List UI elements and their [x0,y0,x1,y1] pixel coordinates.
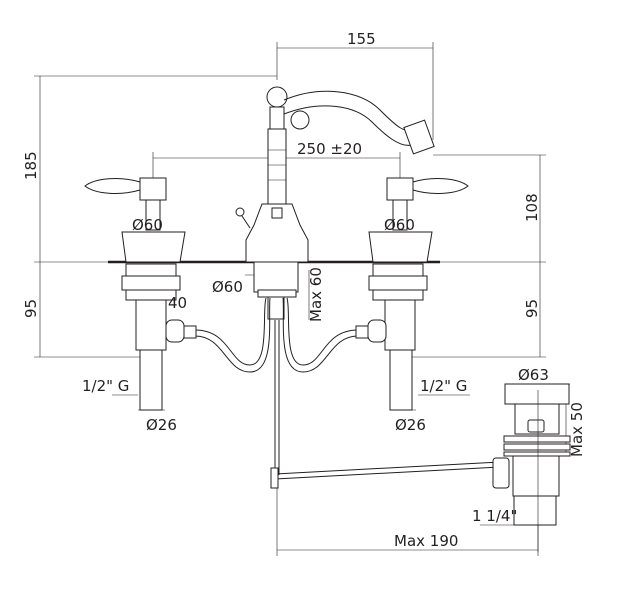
dim-below-right: 95 [523,299,541,318]
dim-inlet-diameter-right: Ø26 [395,416,426,434]
valve-right [355,177,469,411]
pop-up-rod [270,320,501,489]
valve-left [84,177,197,411]
dim-drain-height: Max 50 [568,402,586,457]
spout [235,86,435,320]
dim-spout-base: Ø60 [212,278,243,296]
dim-spout-reach: 155 [347,30,376,48]
dim-thread-right: 1/2" G [420,377,467,395]
hose-left [194,297,271,373]
dim-spout-shank: Max 60 [307,267,325,322]
dim-drain-thread: 1 1/4" [472,507,517,525]
dim-rod-length: Max 190 [394,532,458,550]
dim-drain-flange: Ø63 [518,366,549,384]
dim-total-height: 185 [22,151,40,180]
dim-centers: 250 ±20 [297,140,362,158]
dim-inlet-diameter-left: Ø26 [146,416,177,434]
dim-handle-base-left: Ø60 [132,216,163,234]
dim-below-left: 95 [22,299,40,318]
dim-handle-base-right: Ø60 [384,216,415,234]
dim-thread-left: 1/2" G [82,377,129,395]
dim-handle-height: 108 [523,193,541,222]
hose-right [282,297,359,373]
dim-inlet-offset: 40 [168,294,187,312]
dimension-labels: 155 185 250 ±20 108 95 95 Ø60 Ø60 Ø60 Ma… [22,30,586,550]
pop-up-drain [492,383,571,552]
